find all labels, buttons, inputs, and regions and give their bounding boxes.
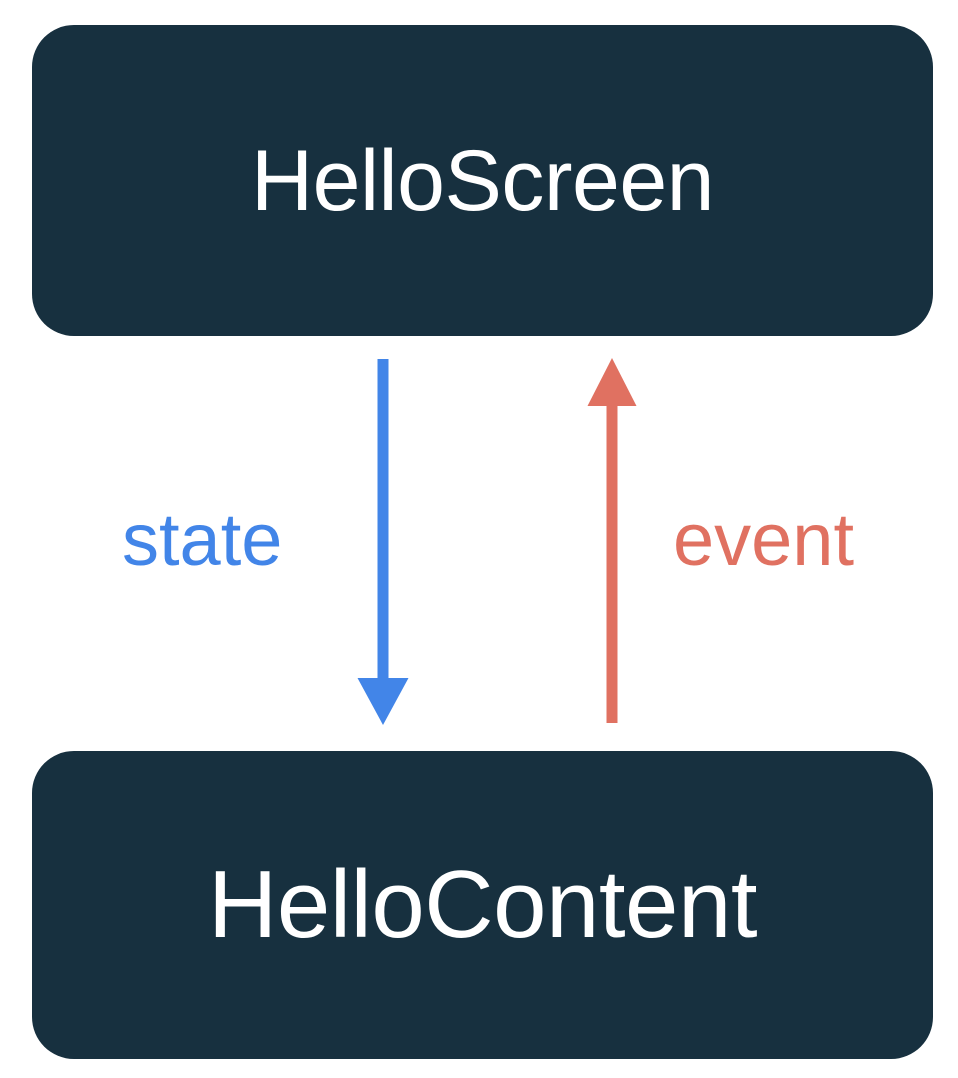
- edge-label-event: event: [673, 498, 855, 581]
- node-hello-screen-label: HelloScreen: [251, 132, 714, 229]
- node-hello-content-label: HelloContent: [208, 851, 758, 958]
- state-arrow-down-icon: [357, 359, 409, 725]
- edge-label-state: state: [122, 498, 283, 581]
- event-arrow-up-icon: [587, 358, 637, 723]
- node-hello-content[interactable]: HelloContent: [32, 751, 933, 1059]
- node-hello-screen[interactable]: HelloScreen: [32, 25, 933, 336]
